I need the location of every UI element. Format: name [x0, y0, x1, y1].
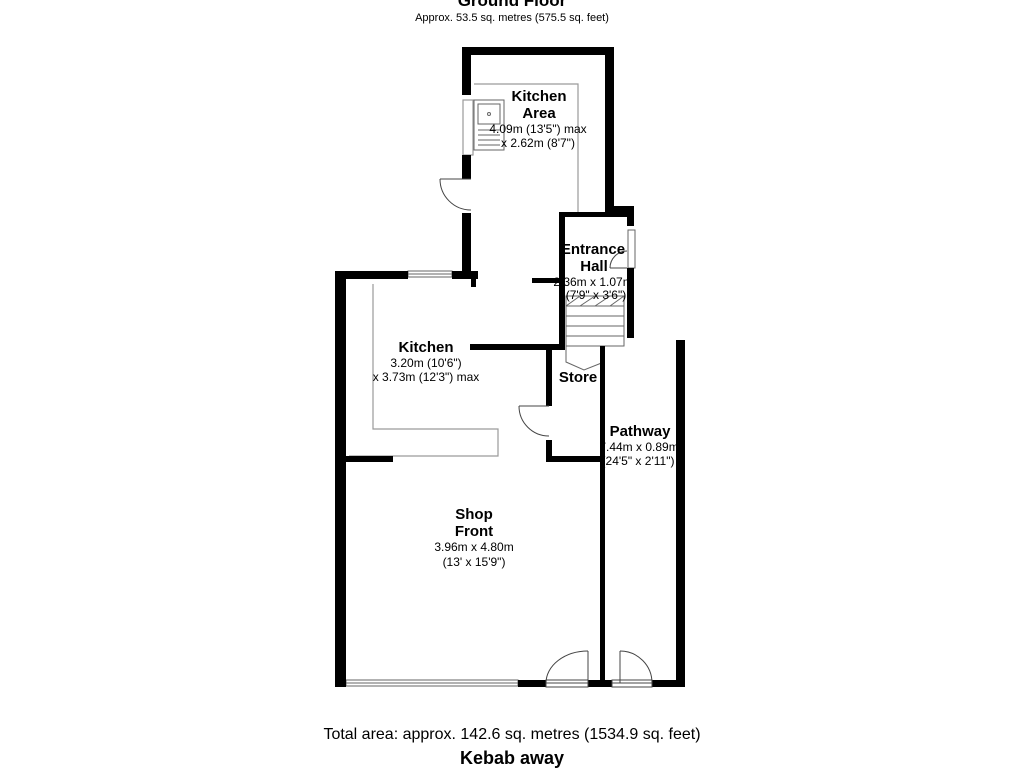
property-name: Kebab away: [459, 748, 565, 768]
room-labels: Kitchen Area 4.09m (13'5") max x 2.62m (…: [373, 88, 679, 569]
shop-front-dim-line1: 3.96m x 4.80m: [434, 540, 513, 554]
shop-door-icon: [545, 650, 589, 688]
shop-front-name-line1: Shop: [455, 506, 493, 523]
kitchen-area-worktop: [474, 83, 579, 214]
entrance-hall-dim-line1: 2.36m x 1.07m: [553, 275, 632, 289]
store-door-icon: [518, 405, 550, 437]
stairs-icon: [565, 295, 625, 371]
kitchen-name: Kitchen: [398, 339, 453, 356]
kitchen-area-counter: [462, 99, 474, 156]
kitchen-worktop: [349, 284, 499, 457]
walls: [335, 47, 685, 687]
pathway-dim-line2: (24'5" x 2'11"): [602, 454, 675, 468]
kitchen-area-name-line2: Area: [522, 105, 556, 122]
store-name: Store: [559, 369, 597, 386]
pathway-name: Pathway: [610, 423, 672, 440]
kitchen-area-door-icon: [439, 178, 472, 211]
kitchen-dim-line2: x 3.73m (12'3") max: [373, 370, 480, 384]
kitchen-area-dim-line2: x 2.62m (8'7"): [501, 136, 575, 150]
entrance-window-icon: [627, 229, 636, 269]
floor-title: Ground Floor: [457, 0, 567, 10]
shop-front-dim-line2: (13' x 15'9"): [443, 555, 506, 569]
pathway-door-icon: [611, 650, 653, 688]
doors: [439, 178, 653, 688]
kitchen-dim-line1: 3.20m (10'6"): [390, 356, 461, 370]
sink-icon: [473, 99, 505, 151]
entrance-hall-dim-line2: (7'9" x 3'6"): [566, 288, 626, 302]
kitchen-area-name-line1: Kitchen: [511, 88, 566, 105]
pathway-dim-line1: 7.44m x 0.89m: [599, 440, 678, 454]
entrance-hall-name-line2: Hall: [580, 258, 608, 275]
kitchen-area-dim-line1: 4.09m (13'5") max: [489, 122, 586, 136]
entrance-door-icon: [609, 250, 628, 269]
total-area: Total area: approx. 142.6 sq. metres (15…: [323, 726, 701, 743]
floor-area: Approx. 53.5 sq. metres (575.5 sq. feet): [415, 12, 609, 24]
entrance-hall-name-line1: Entrance: [561, 241, 625, 258]
shop-front-name-line2: Front: [455, 523, 493, 540]
